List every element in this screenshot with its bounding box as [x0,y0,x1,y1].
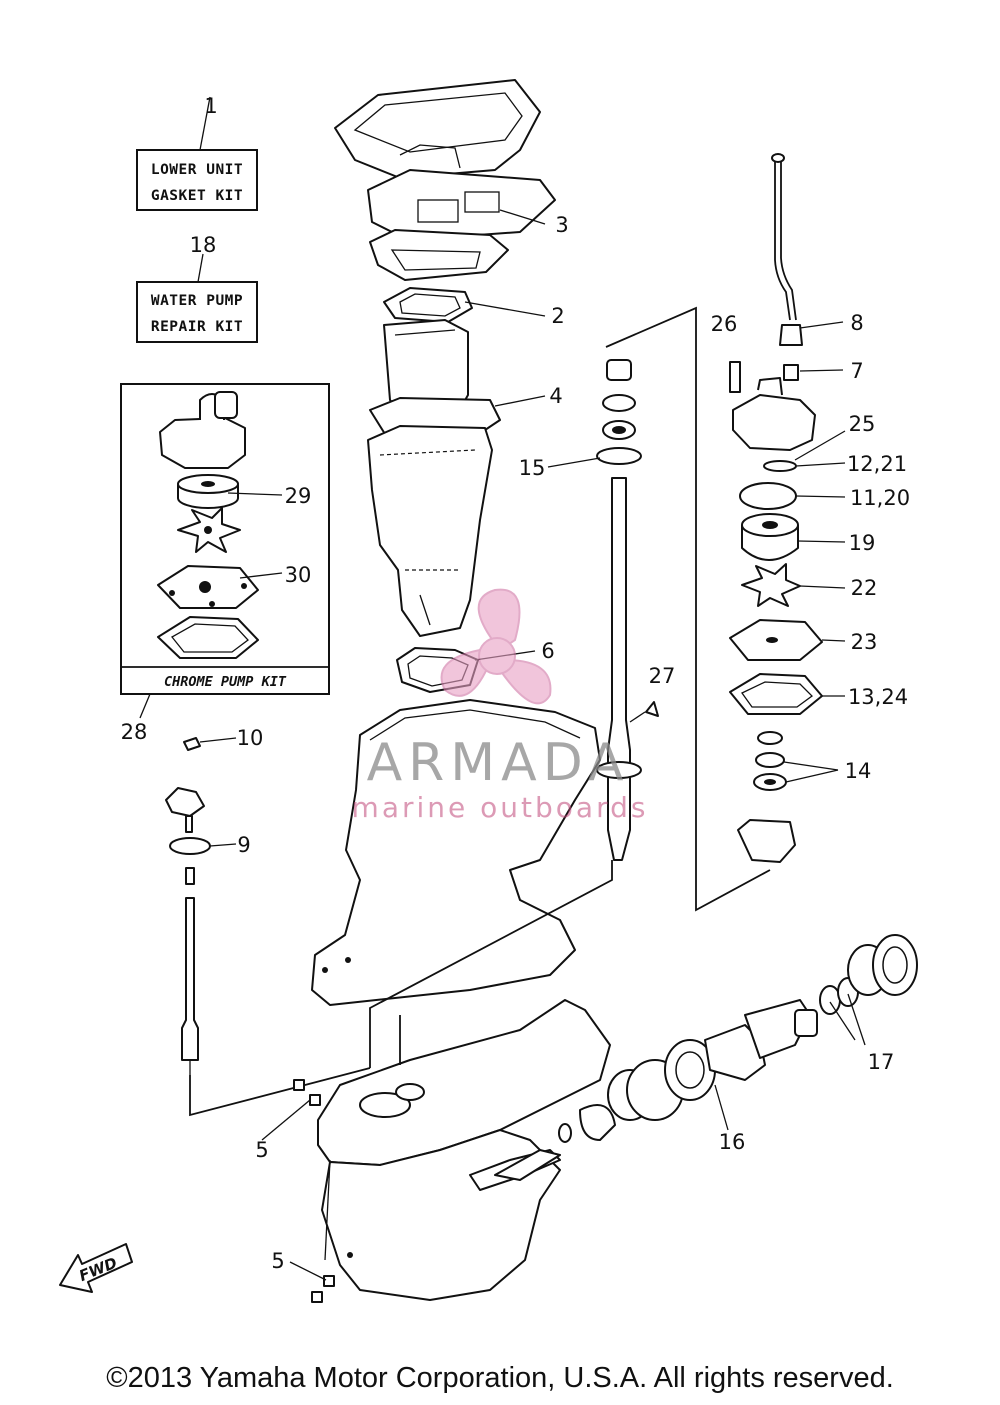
callout-15: 15 [519,456,546,480]
gasket-3-part [367,169,556,241]
callout-2: 2 [551,304,564,328]
callout-25: 25 [849,412,876,436]
drain-screw-lower [311,1275,335,1303]
gasket-2-part [383,287,473,323]
repair-kit-line2: REPAIR KIT [151,319,243,335]
exhaust-manifold-part [367,425,493,637]
callout-9: 9 [237,833,250,857]
chrome-pump-kit-label: CHROME PUMP KIT [164,674,287,690]
callout-22: 22 [851,576,878,600]
upper-case-part [311,699,601,1006]
lower-case-part [317,999,611,1301]
watermark-brand: ARMADA [367,733,630,793]
chrome-pump-kit-box: CHROME PUMP KIT [120,383,330,695]
propeller-logo-icon [440,588,552,705]
impeller-part [177,507,241,553]
insert-cartridge-part [177,474,239,509]
callout-30: 30 [285,563,312,587]
callout-26: 26 [711,312,738,336]
lower-unit-gasket-kit-box: LOWER UNIT GASKET KIT [136,96,258,211]
callout-1: 1 [204,94,217,118]
callout-28: 28 [121,720,148,744]
copyright-notice: ©2013 Yamaha Motor Corporation, U.S.A. A… [106,1362,894,1394]
watermark-tagline: marine outboards [352,791,649,824]
callout-14: 14 [845,759,872,783]
callout-6: 6 [541,639,554,663]
gasket-kit-line2: GASKET KIT [151,188,243,204]
propeller-shaft-assembly [494,934,918,1181]
callout-19: 19 [849,531,876,555]
armada-watermark: ARMADA marine outboards [352,588,649,824]
callout-11-20: 11,20 [850,486,910,510]
callout-17: 17 [868,1050,895,1074]
upper-casing-part [334,79,541,179]
fwd-arrow-icon: FWD [59,1243,133,1293]
callout-10: 10 [237,726,264,750]
pin-27-part [645,701,659,717]
callout-5-lower: 5 [271,1249,284,1273]
outer-plate-part [157,565,259,609]
callout-16: 16 [719,1130,746,1154]
pump-housing-part [159,391,246,469]
callout-13-24: 13,24 [848,685,908,709]
shift-rod-assembly [165,737,371,1117]
callout-23: 23 [851,630,878,654]
callout-4: 4 [549,384,562,408]
spacer-plate-part [369,229,509,281]
callout-leader-lines [139,209,866,1281]
callout-12-21: 12,21 [847,452,907,476]
callout-labels: 1 18 3 2 4 15 6 27 29 30 28 10 9 26 8 7 … [121,94,910,1273]
gasket-kit-line1: LOWER UNIT [151,162,243,178]
drive-shaft-assembly [369,359,646,1068]
repair-kit-line1: WATER PUMP [151,293,243,309]
pump-gasket-part [157,616,259,659]
callout-18: 18 [190,233,217,257]
callout-7: 7 [850,359,863,383]
callout-3: 3 [555,213,568,237]
water-pump-assembly [605,153,823,912]
callout-8: 8 [850,311,863,335]
callout-29: 29 [285,484,312,508]
callout-27: 27 [649,664,676,688]
water-pump-repair-kit-box: WATER PUMP REPAIR KIT [136,253,258,343]
callout-5-upper: 5 [255,1138,268,1162]
